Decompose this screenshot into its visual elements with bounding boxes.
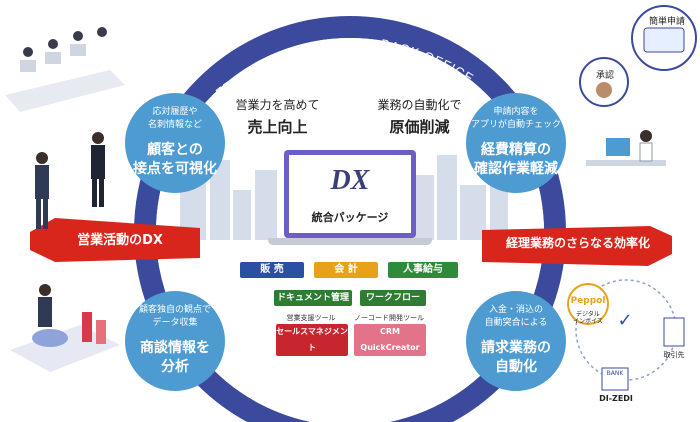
bubble-br-main-1: 請求業務の	[481, 340, 551, 356]
data-chart-illustration	[10, 284, 120, 372]
right-goal-main: 原価削減	[389, 118, 450, 136]
bubble-deal-analysis	[125, 291, 225, 391]
dizedi-label: DI-ZEDI	[599, 394, 633, 403]
bubble-tr-sub-2: アプリが自動チェック	[470, 120, 561, 130]
right-illustrations	[567, 5, 697, 391]
nocode-caption: ノーコード開発ツール	[354, 314, 424, 322]
bubble-br-sub-1: 入金・消込の	[488, 305, 543, 315]
laptop-screen: DX 統合パッケージ	[284, 150, 416, 238]
laptop-base	[268, 238, 432, 245]
left-banner-shape	[30, 218, 200, 262]
module-document: ドキュメント管理	[274, 290, 352, 306]
laptop-display: DX 統合パッケージ	[289, 155, 411, 233]
right-banner-shape	[482, 226, 672, 266]
approve-graphic	[579, 57, 629, 107]
left-goal-sub: 営業力を高めて	[235, 98, 320, 112]
peppol-caption-1: デジタル	[576, 311, 600, 318]
partner-label: 取引先	[663, 351, 685, 359]
sales-tool-caption: 営業支援ツール	[286, 314, 336, 322]
bubble-billing-automation	[466, 291, 566, 391]
bubble-br-main-2: 自動化	[495, 359, 537, 375]
module-sales: 販 売	[240, 262, 304, 278]
checkmark-icon: ✓	[617, 310, 633, 331]
left-goal-main: 売上向上	[247, 118, 308, 136]
module-workflow: ワークフロー	[360, 290, 426, 306]
simple-apply-label: 簡単申請	[648, 17, 685, 27]
business-people	[35, 132, 105, 229]
bubble-tr-sub-1: 申請内容を	[493, 107, 539, 117]
bubble-br-sub-2: 自動突合による	[484, 318, 548, 328]
bubble-bl-main-2: 分析	[161, 359, 189, 375]
bubble-bl-sub-1: 顧客独自の観点で	[138, 305, 211, 315]
module-hr: 人事給与	[388, 262, 458, 278]
call-center-desk	[5, 27, 125, 112]
approve-label: 承認	[595, 71, 614, 81]
dx-logo: DX	[330, 165, 370, 196]
bubble-tl-sub-2: 名刺情報など	[147, 120, 202, 130]
desk-worker	[586, 130, 666, 166]
module-crm-quickcreator: CRM QuickCreator	[354, 324, 426, 356]
bubble-bl-sub-2: データ収集	[152, 318, 198, 328]
bubble-expense-check	[466, 93, 566, 193]
bubble-tr-main-1: 経費精算の	[481, 142, 551, 158]
module-accounting: 会 計	[314, 262, 378, 278]
left-illustrations	[5, 27, 125, 372]
bubble-customer-contact	[125, 93, 225, 193]
bubble-tl-main-1: 顧客との	[147, 142, 203, 158]
module-sales-management: セールスマネジメント	[276, 324, 348, 356]
peppol-logo: Peppol	[570, 296, 606, 306]
simple-apply-graphic	[631, 5, 697, 71]
bubble-bl-main-1: 商談情報を	[140, 340, 210, 356]
invoice-cycle	[567, 279, 685, 391]
bubble-tl-sub-1: 応対履歴や	[152, 107, 198, 117]
bank-label: BANK	[606, 370, 624, 377]
right-goal-sub: 業務の自動化で	[377, 98, 462, 112]
bubble-tr-main-2: 確認作業軽減	[474, 161, 558, 177]
left-banner-text: 営業活動のDX	[77, 233, 163, 248]
package-label: 統合パッケージ	[311, 211, 389, 224]
right-banner-text: 経理業務のさらなる効率化	[505, 236, 650, 250]
peppol-caption-2: インボイス	[573, 318, 603, 325]
bubble-tl-main-2: 接点を可視化	[133, 161, 217, 177]
